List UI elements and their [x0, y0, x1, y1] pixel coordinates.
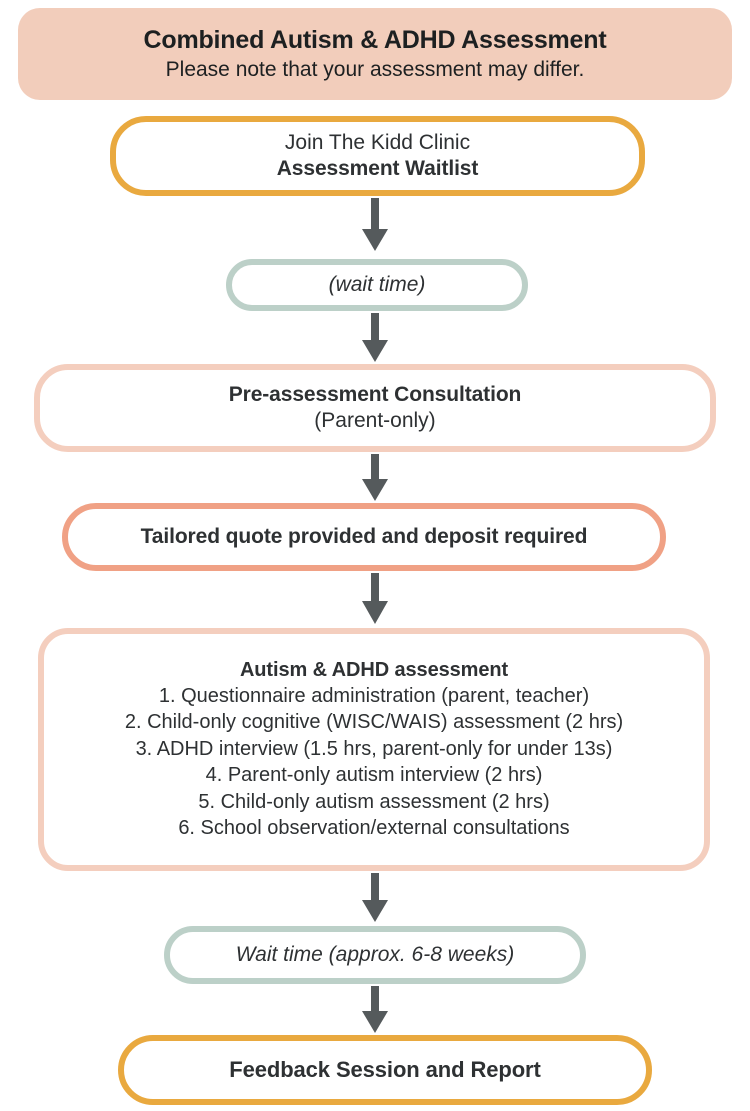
waitlist-line-1: Join The Kidd Clinic — [284, 131, 471, 155]
assessment-item-5: 5. Child-only autism assessment (2 hrs) — [198, 790, 550, 813]
arrow-waitlist-to-wait1 — [358, 198, 392, 256]
page-subtitle: Please note that your assessment may dif… — [165, 58, 585, 82]
arrow-quote-to-assessment — [358, 573, 392, 627]
pre-assessment-line-1: Pre-assessment Consultation — [228, 383, 522, 407]
step-autism-adhd-assessment[interactable]: Autism & ADHD assessment 1. Questionnair… — [38, 628, 710, 871]
waitlist-line-2: Assessment Waitlist — [276, 157, 479, 180]
assessment-item-3: 3. ADHD interview (1.5 hrs, parent-only … — [135, 737, 613, 760]
quote-label: Tailored quote provided and deposit requ… — [140, 525, 588, 549]
wait-time-1-label: (wait time) — [328, 273, 426, 297]
arrow-wait1-to-preassessment — [358, 313, 392, 365]
header-banner: Combined Autism & ADHD Assessment Please… — [18, 8, 732, 100]
assessment-item-4: 4. Parent-only autism interview (2 hrs) — [205, 764, 543, 787]
step-feedback-session[interactable]: Feedback Session and Report — [118, 1035, 652, 1105]
arrow-preassessment-to-quote — [358, 454, 392, 504]
pre-assessment-line-2: (Parent-only) — [314, 409, 436, 432]
page-title: Combined Autism & ADHD Assessment — [143, 25, 607, 54]
wait-time-2-label: Wait time (approx. 6-8 weeks) — [235, 943, 515, 967]
arrow-wait2-to-feedback — [358, 986, 392, 1036]
step-wait-time-1: (wait time) — [226, 259, 528, 311]
feedback-label: Feedback Session and Report — [229, 1056, 541, 1082]
step-wait-time-2: Wait time (approx. 6-8 weeks) — [164, 926, 586, 984]
assessment-item-1: 1. Questionnaire administration (parent,… — [158, 685, 590, 708]
assessment-item-2: 2. Child-only cognitive (WISC/WAIS) asse… — [124, 711, 624, 734]
step-join-waitlist[interactable]: Join The Kidd Clinic Assessment Waitlist — [110, 116, 645, 196]
step-pre-assessment-consultation[interactable]: Pre-assessment Consultation (Parent-only… — [34, 364, 716, 452]
assessment-item-6: 6. School observation/external consultat… — [178, 816, 570, 839]
step-tailored-quote[interactable]: Tailored quote provided and deposit requ… — [62, 503, 666, 571]
assessment-title: Autism & ADHD assessment — [239, 658, 509, 681]
arrow-assessment-to-wait2 — [358, 873, 392, 925]
